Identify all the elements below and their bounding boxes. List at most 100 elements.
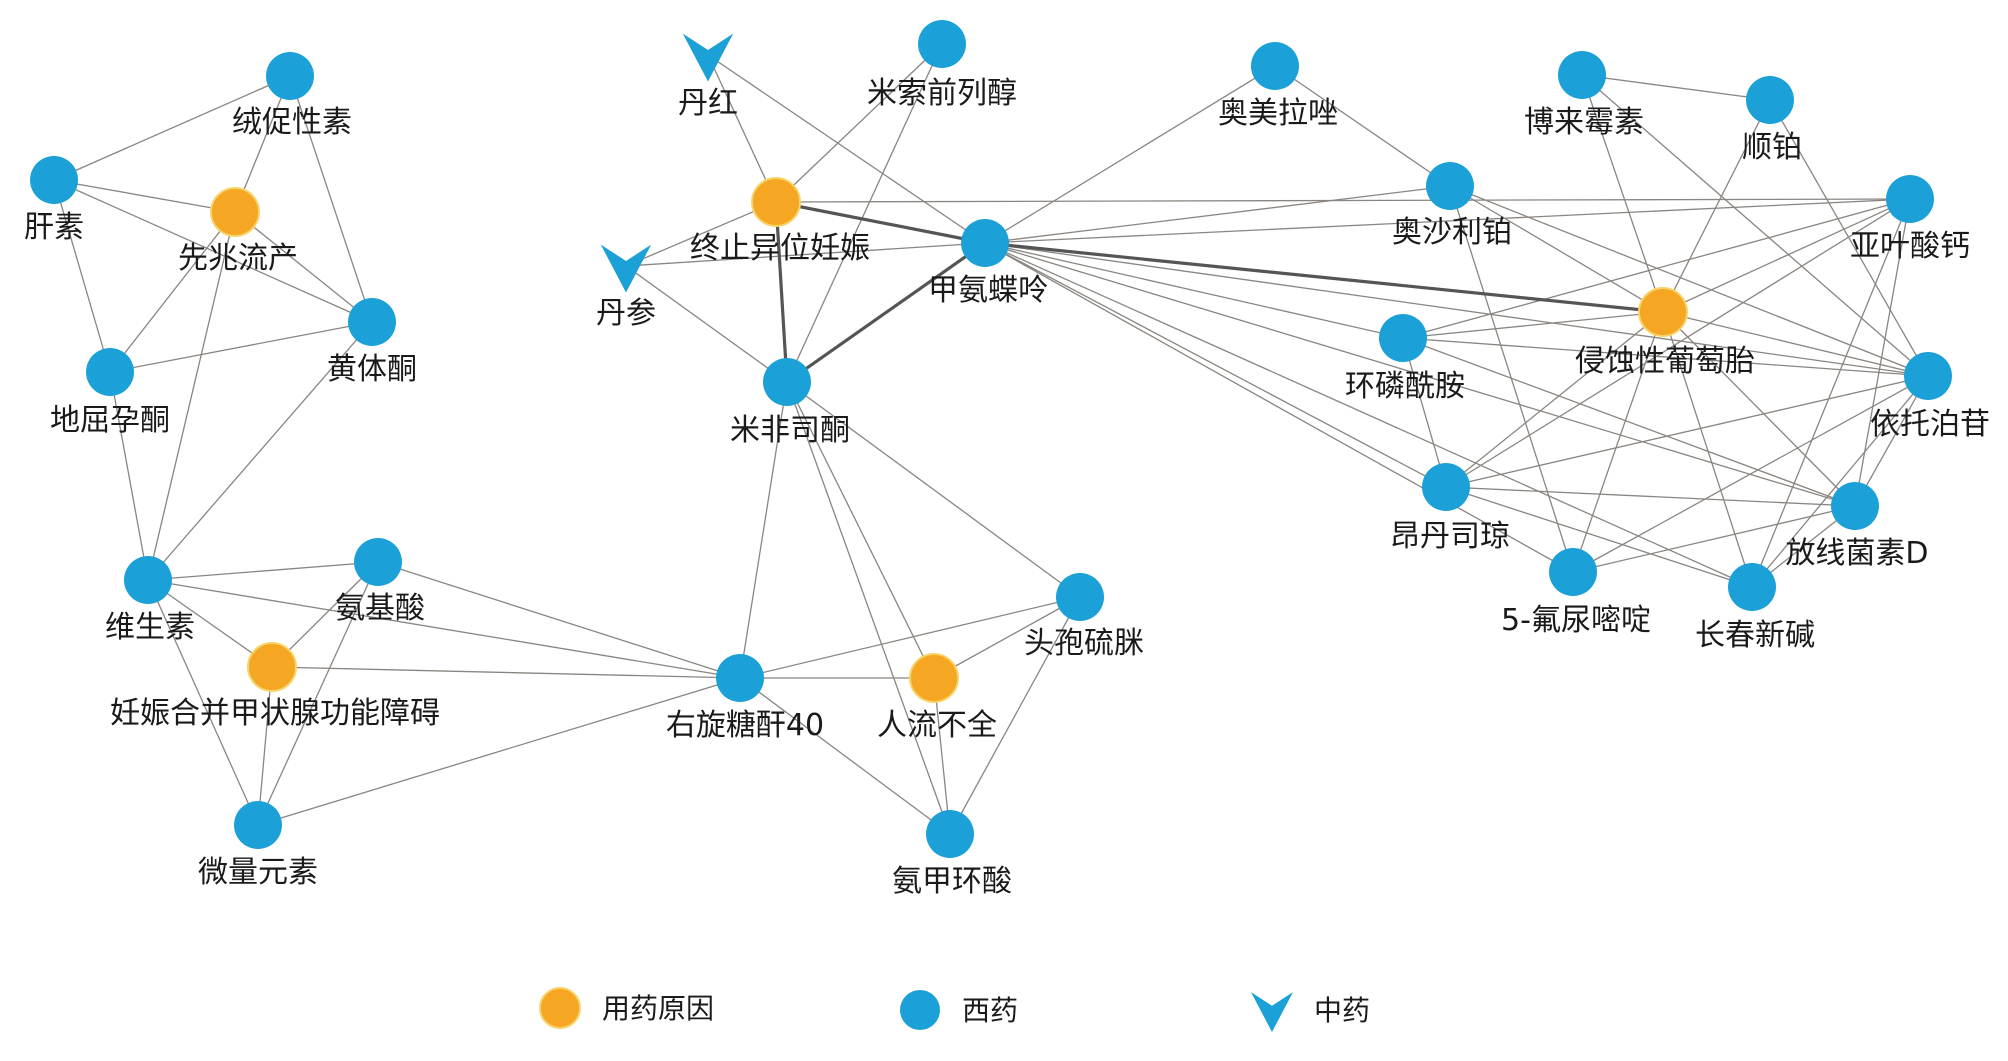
strong-edge-zhongzhi-mifei: [774, 201, 789, 383]
edge-diqu-weisheng: [109, 371, 149, 581]
western-node-circle: [918, 20, 966, 68]
western-node-circle: [716, 654, 764, 702]
western-node-circle: [266, 52, 314, 100]
western-node-circle: [1549, 548, 1597, 596]
edge-jiaan-yaye: [984, 198, 1911, 244]
node-bolai: 博来霉素: [1524, 51, 1644, 140]
western-node-circle: [1831, 482, 1879, 530]
node-label: 维生素: [105, 610, 195, 645]
edge-yaye-changchun: [1751, 198, 1911, 588]
legend-label: 中药: [1314, 994, 1370, 1027]
edge-gansu-xianzhao: [53, 179, 236, 213]
node-yaye: 亚叶酸钙: [1850, 175, 1970, 264]
node-mifei: 米非司酮: [730, 358, 850, 448]
edge-yaye-angdan: [1445, 198, 1911, 488]
node-zhongzhi: 终止异位妊娠: [690, 177, 870, 266]
node-label: 终止异位妊娠: [690, 231, 870, 266]
edge-angdan-fangxian: [1445, 486, 1856, 507]
edge-mifei-youxuan: [739, 381, 788, 679]
edge-huanlin-yituo: [1402, 337, 1929, 377]
western-node-circle: [124, 556, 172, 604]
node-label: 地屈孕酮: [50, 403, 170, 438]
tcm-marker-icon: [600, 244, 652, 293]
edge-qinshi-yituo: [1662, 311, 1929, 377]
edge-qinshi-fangxian: [1662, 311, 1856, 507]
legend-item-reason: 用药原因: [539, 987, 714, 1029]
legend: 用药原因 西药 中药: [539, 987, 1370, 1033]
node-label: 博来霉素: [1524, 105, 1644, 140]
edge-jiaan-wufu: [984, 242, 1574, 573]
reason-node-circle: [210, 187, 260, 237]
edge-toubao-anjia: [949, 596, 1081, 835]
node-weiliang: 微量元素: [198, 801, 318, 890]
node-label: 绒促性素: [232, 105, 352, 140]
edge-yaye-fangxian: [1854, 198, 1911, 507]
node-anjisuan: 氨基酸: [335, 538, 425, 626]
edge-danhong-zhongzhi: [707, 54, 777, 203]
strong-edge-jiaan-mifei: [786, 241, 986, 384]
node-label: 依托泊苷: [1870, 407, 1990, 442]
node-label: 5-氟尿嘧啶: [1501, 603, 1651, 638]
edge-jiaan-yituo: [984, 242, 1929, 377]
node-label: 奥美拉唑: [1218, 96, 1338, 131]
reason-node-circle: [751, 177, 801, 227]
western-node-circle: [1056, 573, 1104, 621]
edge-qinshi-huanlin: [1402, 311, 1664, 339]
edges-layer: [53, 43, 1929, 835]
edge-xianzhao-weisheng: [147, 211, 236, 581]
nodes-layer: 绒促性素肝素先兆流产黄体酮地屈孕酮维生素氨基酸妊娠合并甲状腺功能障碍微量元素丹红…: [24, 20, 1990, 899]
edge-weisheng-weiliang: [147, 579, 259, 826]
edge-xianzhao-huangti: [234, 211, 373, 323]
node-qinshi: 侵蚀性葡萄胎: [1575, 287, 1755, 379]
edge-bolai-yituo: [1581, 74, 1929, 377]
tcm-marker-icon: [682, 33, 734, 82]
node-label: 先兆流产: [178, 241, 298, 276]
edge-jiaan-fangxian: [984, 242, 1856, 507]
node-xianzhao: 先兆流产: [178, 187, 298, 276]
edge-danshen-mifei: [625, 265, 788, 383]
node-shunbo: 顺铂: [1742, 76, 1802, 165]
edge-gansu-diqu: [53, 179, 111, 373]
edge-danshen-jiaan: [625, 242, 986, 267]
edge-huanlin-fangxian: [1402, 337, 1856, 507]
edge-shunbo-yituo: [1769, 99, 1929, 377]
node-label: 米索前列醇: [867, 76, 1017, 111]
node-label: 黄体酮: [327, 352, 417, 387]
node-renshen_jia: 妊娠合并甲状腺功能障碍: [110, 642, 440, 731]
edge-anjisuan-youxuan: [377, 561, 741, 679]
edge-yituo-changchun: [1751, 375, 1929, 588]
node-label: 妊娠合并甲状腺功能障碍: [110, 696, 440, 731]
node-toubao: 头孢硫脒: [1024, 573, 1144, 661]
edge-yaye-qinshi: [1662, 198, 1911, 313]
edge-bolai-shunbo: [1581, 74, 1771, 101]
node-label: 放线菌素D: [1785, 536, 1928, 571]
node-label: 头孢硫脒: [1024, 626, 1144, 661]
edge-jiaan-changchun: [984, 242, 1753, 588]
edge-renshen_jia-youxuan: [271, 666, 741, 679]
node-label: 微量元素: [198, 855, 318, 890]
edge-jiaan-aomei: [984, 65, 1276, 244]
legend-western-icon: [900, 990, 940, 1030]
node-gansu: 肝素: [24, 156, 84, 245]
node-jiaan: 甲氨蝶呤: [928, 219, 1048, 308]
edge-wufu-fangxian: [1572, 505, 1856, 573]
western-node-circle: [234, 801, 282, 849]
legend-label: 用药原因: [602, 992, 714, 1025]
edge-angdan-changchun: [1445, 486, 1753, 588]
node-label: 右旋糖酐40: [666, 708, 824, 743]
edge-renshen_jia-weiliang: [257, 666, 273, 826]
legend-tcm-icon: [1251, 992, 1293, 1033]
reason-node-circle: [247, 642, 297, 692]
legend-label: 西药: [962, 994, 1018, 1027]
node-label: 氨甲环酸: [892, 864, 1012, 899]
node-label: 甲氨蝶呤: [928, 273, 1048, 308]
node-label: 长春新碱: [1695, 618, 1815, 653]
node-yituo: 依托泊苷: [1870, 352, 1990, 442]
node-huanlin: 环磷酰胺: [1345, 314, 1465, 404]
node-danshen: 丹参: [596, 244, 656, 331]
western-node-circle: [1422, 463, 1470, 511]
node-aomei: 奥美拉唑: [1218, 42, 1338, 131]
edge-jiaan-huanlin: [984, 242, 1404, 339]
node-weisheng: 维生素: [105, 556, 195, 645]
node-label: 环磷酰胺: [1345, 369, 1465, 404]
